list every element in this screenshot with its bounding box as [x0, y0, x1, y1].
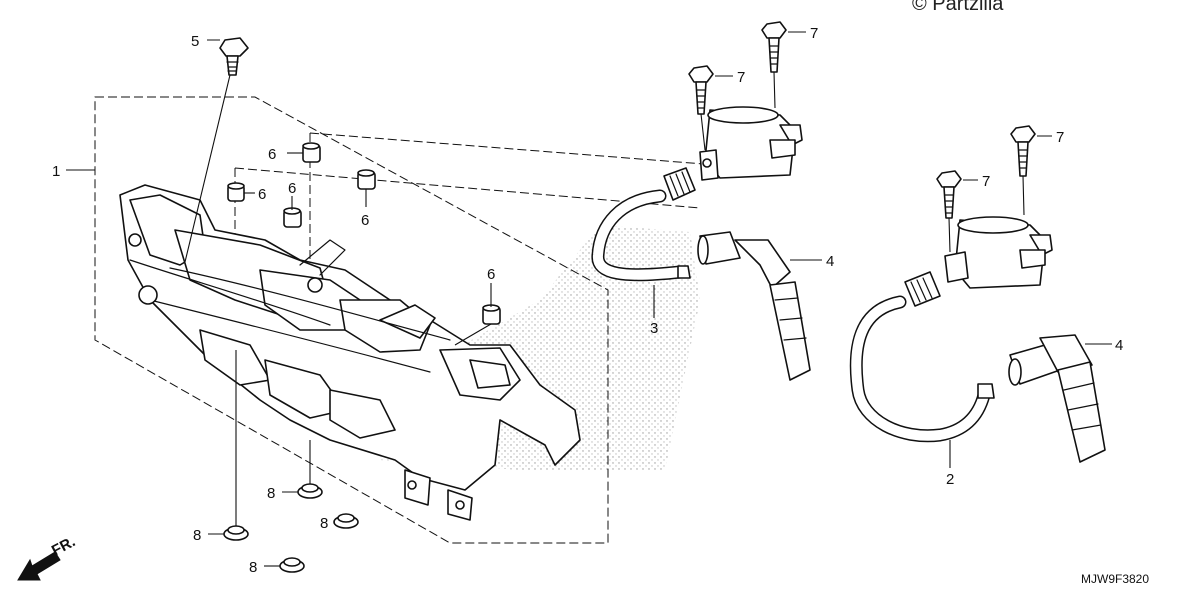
leader-6e: [454, 283, 492, 346]
ignition-coil-bracket: [119, 184, 581, 521]
callout-6b: 6: [258, 186, 266, 203]
nut-8-b: [223, 525, 249, 541]
callout-4b: 4: [1115, 337, 1123, 354]
ignition-lead-2-inner: [851, 297, 989, 441]
plug-cap-4-a: [697, 231, 811, 381]
nut-8-c: [333, 513, 359, 529]
leader-7c: [1022, 135, 1052, 216]
diagram-code: MJW9F3820: [1081, 572, 1149, 586]
callout-8b: 8: [193, 527, 201, 544]
leader-7b: [700, 75, 733, 151]
callout-1: 1: [52, 163, 60, 180]
ignition-lead-3-inner: [592, 191, 685, 280]
callout-7b: 7: [737, 69, 745, 86]
callout-6a: 6: [268, 146, 276, 163]
leader-7a: [773, 31, 806, 109]
callout-2: 2: [946, 471, 954, 488]
callout-8c: 8: [320, 515, 328, 532]
bolt-5: [219, 37, 249, 76]
callout-6c: 6: [288, 180, 296, 197]
nut-8-a: [297, 483, 323, 499]
callout-7d: 7: [982, 173, 990, 190]
nut-8-d: [279, 557, 305, 573]
front-arrow-icon: [17, 551, 61, 581]
callout-3: 3: [650, 320, 658, 337]
callout-6d: 6: [361, 212, 369, 229]
collar-6-d: [357, 169, 376, 190]
collar-6-c: [283, 207, 302, 228]
callout-6e: 6: [487, 266, 495, 283]
callout-8a: 8: [267, 485, 275, 502]
plug-cap-4-b: [1008, 334, 1106, 463]
ignition-coil-3: [663, 106, 803, 201]
leader-7d: [948, 179, 978, 253]
assembly-outline-1: [94, 96, 609, 544]
collar-6-b: [227, 182, 245, 202]
callout-7a: 7: [810, 25, 818, 42]
callout-7c: 7: [1056, 129, 1064, 146]
callout-4a: 4: [826, 253, 834, 270]
lead-2-end: [977, 383, 995, 399]
callout-5: 5: [191, 33, 199, 50]
bolt-7-a: [761, 21, 787, 73]
collar-guide-lines: [234, 132, 781, 300]
leader-8a: [282, 440, 311, 493]
front-direction-marker: FR.: [17, 533, 78, 581]
collar-6-e: [482, 304, 501, 325]
bolt-7-b: [688, 65, 714, 115]
copyright-text: © Partzilla: [912, 0, 1004, 15]
ignition-coil-2: [904, 216, 1053, 307]
bolt-7-c: [1010, 125, 1036, 177]
collar-6-a: [302, 142, 321, 163]
callout-8d: 8: [249, 559, 257, 576]
bolt-7-d: [936, 170, 962, 219]
leader-5: [184, 39, 231, 263]
lead-3-end: [677, 265, 691, 279]
leader-8b: [208, 350, 237, 535]
